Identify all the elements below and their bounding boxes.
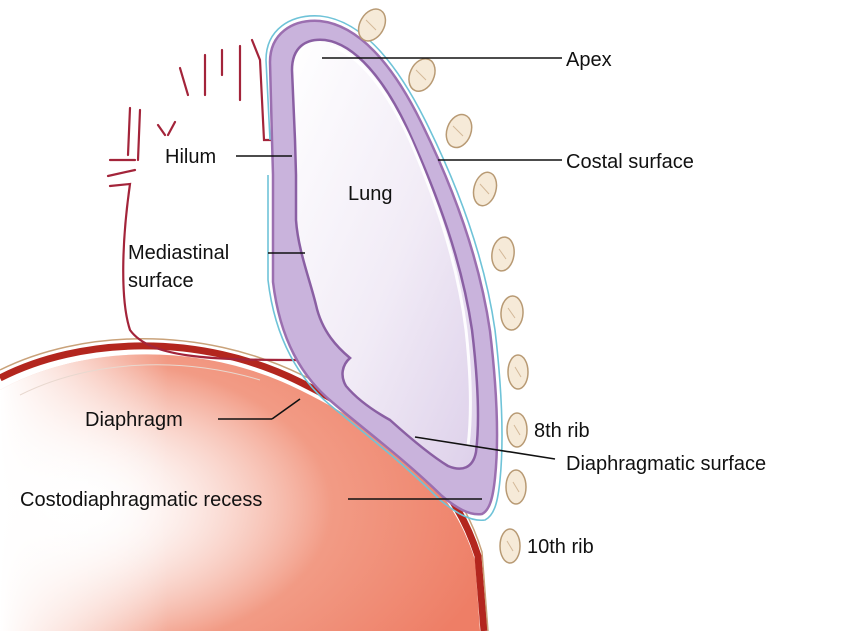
rib-cross-section-icon [404,55,440,96]
label-diaphragmatic-surface: Diaphragmatic surface [566,453,766,475]
label-8th-rib: 8th rib [534,420,590,442]
label-costodiaphragmatic-recess: Costodiaphragmatic recess [20,489,262,511]
label-10th-rib: 10th rib [527,536,594,558]
rib-cross-section-icon [442,111,476,151]
label-costal-surface: Costal surface [566,151,694,173]
label-apex: Apex [566,49,612,71]
label-mediastinal-line2: surface [128,270,194,292]
label-hilum: Hilum [165,146,216,168]
label-lung: Lung [348,183,393,205]
label-diaphragm: Diaphragm [85,409,183,431]
label-mediastinal-line1: Mediastinal [128,242,229,264]
